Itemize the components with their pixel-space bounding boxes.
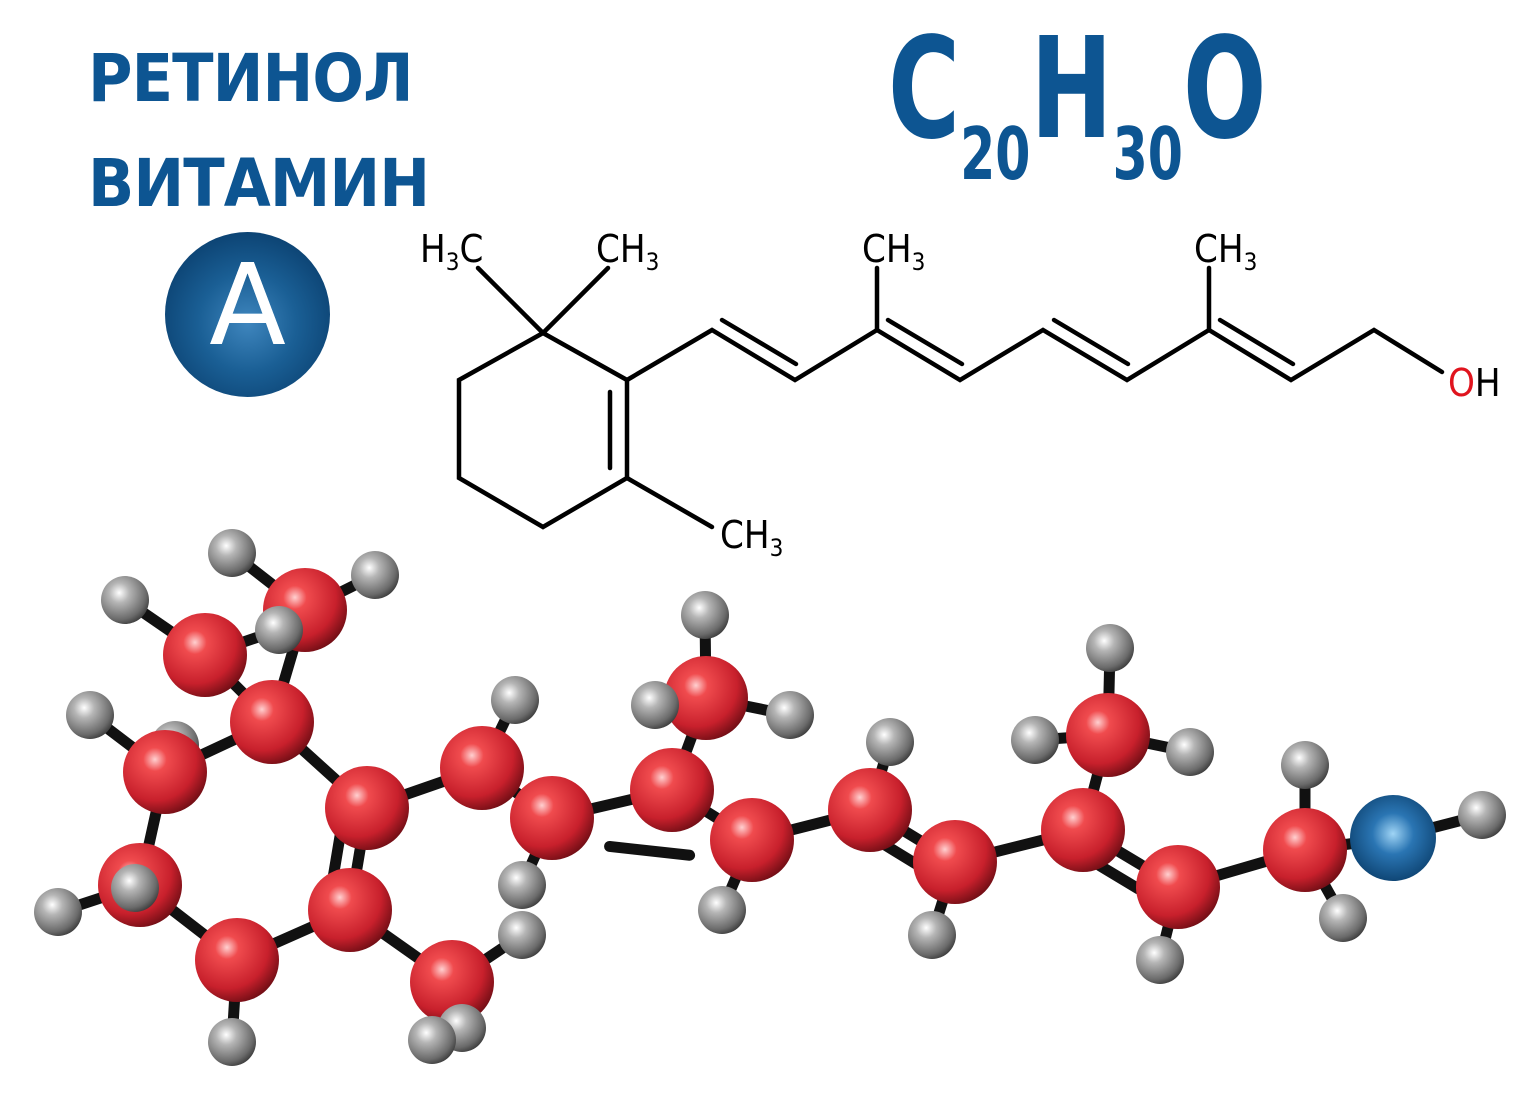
carbon-atom — [913, 820, 997, 904]
hydrogen-atom — [111, 864, 159, 912]
hydrogen-atom — [1136, 936, 1184, 984]
hydrogen-atom — [34, 888, 82, 936]
hydrogen-atom — [631, 681, 679, 729]
carbon-atom — [163, 613, 247, 697]
carbon-atom — [123, 730, 207, 814]
carbon-atom — [440, 726, 524, 810]
carbon-atom — [1136, 845, 1220, 929]
formula-h-count: 30 — [1112, 112, 1183, 196]
carbon-atom — [828, 768, 912, 852]
carbon-atom — [230, 680, 314, 764]
hydrogen-atom — [208, 529, 256, 577]
hydrogen-atom — [1319, 894, 1367, 942]
carbon-atom — [195, 918, 279, 1002]
formula-c: C — [888, 8, 961, 171]
oxygen-atom — [1350, 795, 1436, 881]
hydrogen-atom — [498, 861, 546, 909]
carbon-atom — [664, 656, 748, 740]
carbon-atom — [1041, 788, 1125, 872]
molecular-formula: C20H30O — [888, 20, 1266, 191]
hydrogen-atom — [351, 551, 399, 599]
hydrogen-atom — [1281, 741, 1329, 789]
carbon-atom — [1066, 693, 1150, 777]
double-bond — [604, 840, 696, 861]
double-bond — [327, 829, 346, 882]
title-vitamin: ВИТАМИН — [88, 145, 430, 222]
hydrogen-atom — [208, 1018, 256, 1066]
hydrogen-atom — [498, 911, 546, 959]
carbon-atom — [510, 776, 594, 860]
formula-o: O — [1182, 8, 1267, 171]
label-ch3-ring-top: CH3 — [596, 227, 659, 276]
hydrogen-atom — [866, 718, 914, 766]
formula-h: H — [1030, 8, 1113, 171]
carbon-atom — [630, 748, 714, 832]
label-ch3-chain-2: CH3 — [1194, 227, 1257, 276]
hydrogen-atom — [408, 1016, 456, 1064]
label-ch3-chain-1: CH3 — [862, 227, 925, 276]
hydrogen-atom — [491, 676, 539, 724]
hydrogen-atom — [698, 886, 746, 934]
hydrogen-atom — [1166, 728, 1214, 776]
hydrogen-atom — [66, 691, 114, 739]
hydrogen-atom — [101, 576, 149, 624]
skeletal-bonds — [456, 265, 1445, 530]
carbon-atom — [1263, 808, 1347, 892]
label-ch3-ring-bottom: CH3 — [720, 513, 783, 562]
double-bond — [1094, 860, 1144, 895]
formula-c-count: 20 — [960, 112, 1031, 196]
badge-letter: A — [165, 250, 330, 362]
hydrogen-atom — [681, 591, 729, 639]
title-retinol: РЕТИНОЛ — [88, 40, 414, 117]
vitamin-a-badge: A — [165, 232, 330, 397]
hydrogen-atom — [1011, 716, 1059, 764]
hydrogen-atom — [1086, 624, 1134, 672]
hydrogen-atom — [766, 691, 814, 739]
label-h3c: H3C — [420, 227, 483, 276]
hydrogen-atom — [908, 911, 956, 959]
carbon-atom — [325, 766, 409, 850]
label-oh: OH — [1448, 361, 1501, 405]
carbon-atom — [308, 868, 392, 952]
carbon-atom — [410, 940, 494, 1024]
hydrogen-atom — [1458, 791, 1506, 839]
hydrogen-atom — [255, 606, 303, 654]
double-bond — [878, 838, 924, 871]
carbon-atom — [710, 798, 794, 882]
